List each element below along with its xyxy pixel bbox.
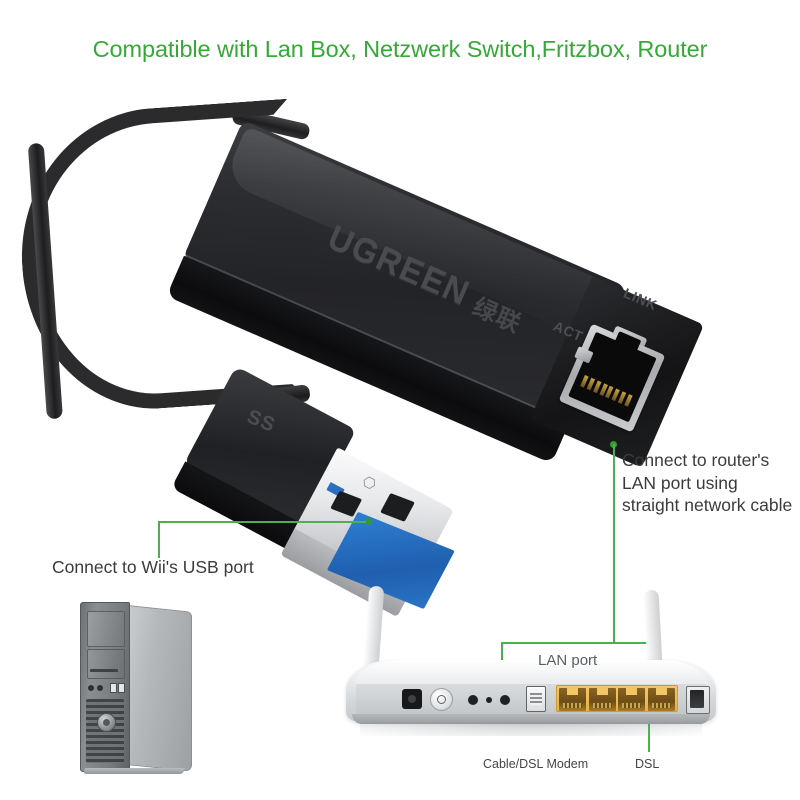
pc-front-ports — [88, 683, 125, 693]
router-reset-button[interactable] — [468, 695, 478, 705]
callout-line-rj45-vertical — [612, 444, 615, 644]
callout-line-rj45-elbow — [612, 642, 660, 644]
dsl-caption: DSL — [635, 757, 660, 771]
pc-secondary-bay — [87, 649, 125, 679]
page-title: Compatible with Lan Box, Netzwerk Switch… — [92, 36, 708, 62]
router-dsl-port — [686, 686, 710, 714]
router-base-strip — [352, 714, 710, 724]
lan-port-caption: LAN port — [538, 652, 598, 669]
router-lan-port — [618, 688, 646, 711]
router-power-jack — [402, 689, 422, 709]
router-indicator-led — [486, 697, 492, 703]
pc-usb-port-2 — [118, 683, 125, 693]
router-lan-port-group — [556, 685, 678, 712]
router-wps-button[interactable] — [500, 695, 510, 705]
callout-line-dsl — [648, 712, 650, 752]
pc-drive-slot — [90, 669, 118, 672]
router-illustration — [346, 585, 716, 736]
pc-front-bezel — [80, 602, 130, 772]
callout-line-usb-vertical — [158, 520, 160, 558]
router-lan-instruction: Connect to router's LAN port using strai… — [622, 450, 793, 515]
router-drop-shadow — [360, 722, 702, 736]
pc-usb-instruction: Connect to Wii's USB port — [52, 557, 254, 577]
pc-optical-drive-bay — [87, 611, 125, 647]
router-power-button[interactable] — [430, 688, 453, 711]
pc-side-panel — [120, 604, 192, 772]
router-usb-port — [526, 686, 546, 712]
cable-dsl-modem-caption: Cable/DSL Modem — [483, 757, 589, 771]
desktop-pc-illustration — [66, 602, 192, 774]
router-top-shell — [354, 660, 708, 686]
pc-power-button — [97, 713, 116, 732]
router-lan-port — [647, 688, 675, 711]
callout-dot-usb — [365, 518, 372, 525]
superspeed-marking: SS — [243, 405, 279, 437]
pc-usb-port-1 — [110, 683, 117, 693]
pc-base-foot — [82, 768, 186, 774]
router-lan-port — [559, 688, 586, 711]
callout-line-usb-horizontal — [158, 520, 366, 523]
router-lan-port — [588, 688, 616, 711]
callout-bracket-top — [501, 642, 613, 644]
